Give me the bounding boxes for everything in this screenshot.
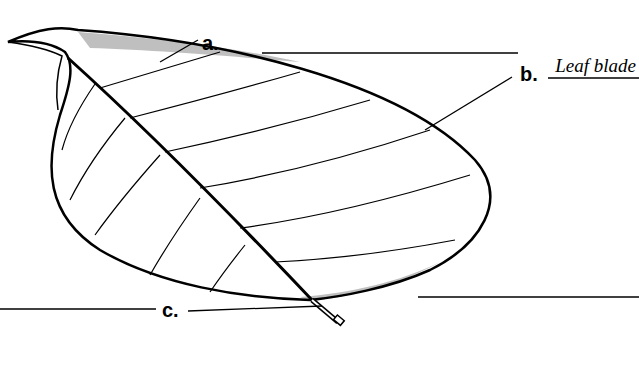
leaf-shading: [78, 32, 440, 301]
callout-letter: a.: [202, 33, 219, 53]
answer-lines: [0, 53, 639, 309]
callout-letter: b.: [520, 64, 538, 84]
part-name: Leaf blade: [555, 56, 636, 75]
leaf-tip-curl: [8, 42, 62, 110]
leaf-veins: [62, 52, 470, 292]
callout-letter: c.: [162, 300, 179, 320]
leader-lines: [160, 40, 512, 311]
leaf-outline: [8, 28, 490, 300]
stem-end: [334, 315, 345, 325]
midrib: [68, 58, 312, 300]
